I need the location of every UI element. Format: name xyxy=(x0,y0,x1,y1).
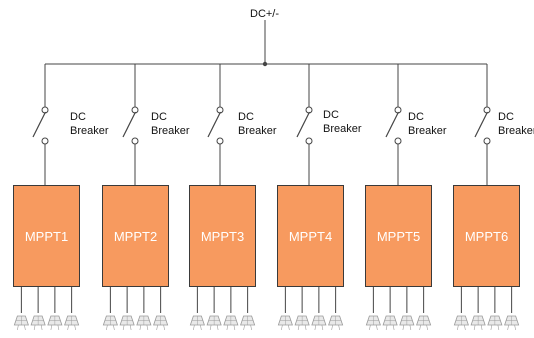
solar-panel-leg-icon xyxy=(216,324,219,331)
solar-panel-leg-icon xyxy=(67,324,69,331)
breaker-6-label: DC Breaker xyxy=(498,110,534,138)
breaker-6-blade xyxy=(474,111,489,138)
solar-panel-leg-icon xyxy=(163,324,165,331)
mppt-1-label: MPPT1 xyxy=(24,228,69,244)
solar-panel-leg-icon xyxy=(464,324,466,331)
solar-panel-leg-icon xyxy=(226,324,229,331)
mppt-4-box: MPPT4 xyxy=(277,185,344,287)
solar-panel-leg-icon xyxy=(74,324,76,331)
breaker-5-label-line1: DC xyxy=(408,111,424,123)
breaker-5-label-line2: Breaker xyxy=(408,125,447,137)
breaker-2-label-line2: Breaker xyxy=(151,125,190,137)
breaker-1-label-line1: DC xyxy=(70,111,86,123)
solar-panel-leg-icon xyxy=(321,324,324,331)
solar-panel-leg-icon xyxy=(281,324,283,331)
solar-panel-leg-icon xyxy=(57,324,60,331)
solar-panel-leg-icon xyxy=(457,324,459,331)
solar-panel-leg-icon xyxy=(50,324,53,331)
breaker-6-label-line2: Breaker xyxy=(498,125,534,137)
solar-panel-leg-icon xyxy=(385,324,388,331)
solar-panel-leg-icon xyxy=(200,324,202,331)
solar-panel-leg-icon xyxy=(193,324,195,331)
mppt-4-label: MPPT4 xyxy=(288,228,333,244)
solar-panel-leg-icon xyxy=(480,324,483,331)
solar-panel-leg-icon xyxy=(243,324,245,331)
breaker-4-bottom-contact xyxy=(305,137,313,145)
breaker-2-label: DC Breaker xyxy=(151,110,190,138)
solar-panel-leg-icon xyxy=(17,324,19,331)
solar-panel-leg-icon xyxy=(250,324,252,331)
solar-panel-leg-icon xyxy=(146,324,149,331)
solar-panel-leg-icon xyxy=(338,324,340,331)
mppt-5-label: MPPT5 xyxy=(376,228,421,244)
solar-panel-leg-icon xyxy=(40,324,43,331)
breaker-2-bottom-contact xyxy=(131,137,139,145)
solar-panel-leg-icon xyxy=(33,324,36,331)
solar-panel-leg-icon xyxy=(314,324,317,331)
breaker-4-blade xyxy=(296,111,311,138)
breaker-3-blade xyxy=(207,111,222,138)
solar-panel-leg-icon xyxy=(419,324,421,331)
breaker-2-label-line1: DC xyxy=(151,111,167,123)
breaker-1-blade xyxy=(32,111,47,138)
dc-bus-label: DC+/- xyxy=(250,8,280,20)
breaker-5-label: DC Breaker xyxy=(408,110,447,138)
breaker-4-label-line2: Breaker xyxy=(323,123,362,135)
mppt-6-label: MPPT6 xyxy=(464,228,509,244)
solar-panel-leg-icon xyxy=(233,324,236,331)
solar-panel-leg-icon xyxy=(24,324,26,331)
breaker-5-bottom-contact xyxy=(394,137,402,145)
solar-panel-leg-icon xyxy=(426,324,428,331)
solar-panel-leg-icon xyxy=(297,324,300,331)
bus-junction-dot xyxy=(262,61,268,67)
breaker-1-bottom-contact xyxy=(41,137,49,145)
breaker-1-label: DC Breaker xyxy=(70,110,109,138)
breaker-2-blade xyxy=(122,111,137,138)
mppt-5-box: MPPT5 xyxy=(365,185,432,287)
breaker-3-label-line2: Breaker xyxy=(238,125,277,137)
breaker-6-bottom-contact xyxy=(483,137,491,145)
solar-panel-leg-icon xyxy=(497,324,500,331)
solar-panel-leg-icon xyxy=(122,324,125,331)
breaker-4-label: DC Breaker xyxy=(323,108,362,136)
breaker-3-label: DC Breaker xyxy=(238,110,277,138)
solar-panel-leg-icon xyxy=(490,324,493,331)
solar-panel-leg-icon xyxy=(209,324,212,331)
mppt-6-box: MPPT6 xyxy=(453,185,520,287)
solar-panel-leg-icon xyxy=(507,324,509,331)
solar-panel-leg-icon xyxy=(139,324,142,331)
solar-panel-leg-icon xyxy=(156,324,158,331)
mppt-3-box: MPPT3 xyxy=(189,185,256,287)
breaker-5-blade xyxy=(385,111,400,138)
breaker-1-label-line2: Breaker xyxy=(70,125,109,137)
solar-panel-leg-icon xyxy=(129,324,132,331)
solar-panel-leg-icon xyxy=(402,324,405,331)
mppt-2-box: MPPT2 xyxy=(102,185,169,287)
breaker-3-bottom-contact xyxy=(216,137,224,145)
solar-panel-leg-icon xyxy=(376,324,378,331)
mppt-2-label: MPPT2 xyxy=(113,228,158,244)
solar-panel-leg-icon xyxy=(113,324,115,331)
solar-panel-leg-icon xyxy=(473,324,476,331)
solar-panel-leg-icon xyxy=(331,324,333,331)
mppt-3-label: MPPT3 xyxy=(200,228,245,244)
breaker-6-label-line1: DC xyxy=(498,111,514,123)
breaker-3-label-line1: DC xyxy=(238,111,254,123)
solar-panel-leg-icon xyxy=(369,324,371,331)
solar-panel-leg-icon xyxy=(409,324,412,331)
solar-panel-leg-icon xyxy=(392,324,395,331)
solar-panel-leg-icon xyxy=(304,324,307,331)
solar-panel-leg-icon xyxy=(106,324,108,331)
solar-panel-leg-icon xyxy=(288,324,290,331)
breaker-4-label-line1: DC xyxy=(323,109,339,121)
mppt-1-box: MPPT1 xyxy=(13,185,80,287)
solar-panel-leg-icon xyxy=(514,324,516,331)
